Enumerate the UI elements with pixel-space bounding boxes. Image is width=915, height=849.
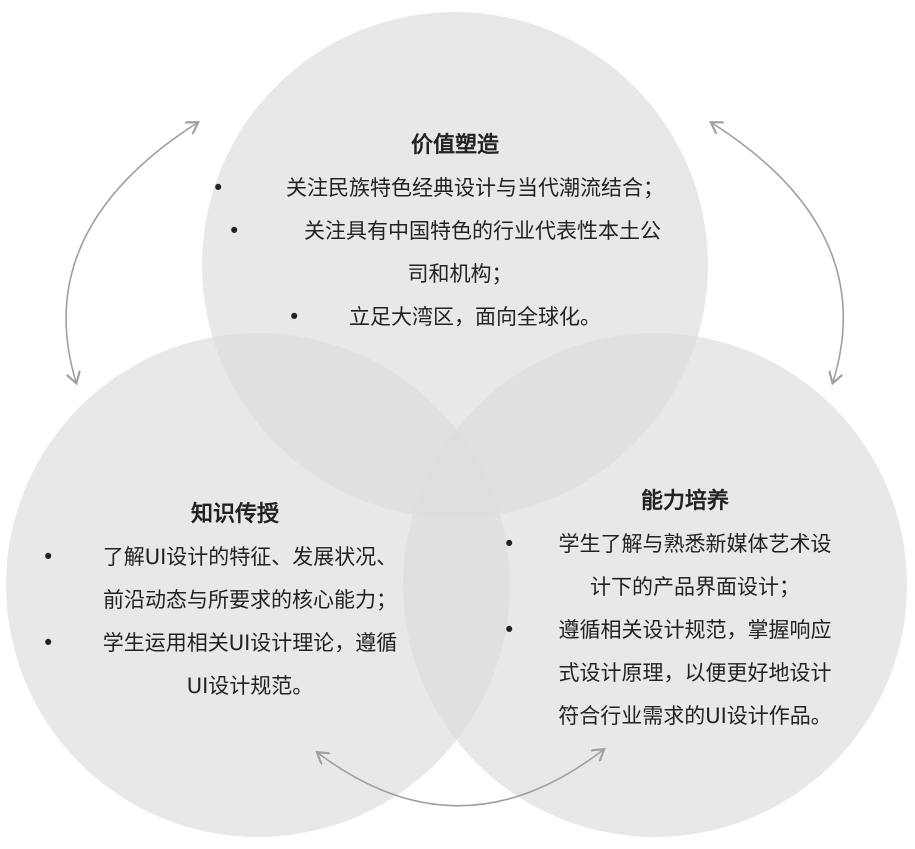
bullet: •	[503, 618, 516, 642]
right-title: 能力培养	[640, 489, 729, 514]
bullet: •	[212, 176, 225, 200]
bullet: •	[228, 219, 241, 243]
list-item: • 关注民族特色经典设计与当代潮流结合；	[210, 167, 700, 210]
bullet: •	[42, 631, 55, 655]
item-text: 了解UI设计的特征、发展状况、	[102, 545, 398, 569]
bullet: •	[42, 545, 55, 569]
item-text: 式设计原理，以便更好地设计	[558, 661, 832, 685]
bullet: •	[503, 532, 516, 556]
item-text: 司和机构；	[407, 262, 513, 286]
bullet: •	[288, 305, 301, 329]
right-block: 能力培养 • 学生了解与熟悉新媒体艺术设计下的产品界面设计； • 遵循相关设计规范，…	[495, 480, 875, 738]
item-text: 遵循相关设计规范，掌握响应	[558, 618, 832, 642]
list-item: • 关注具有中国特色的行业代表性本土公司和机构；	[210, 210, 700, 296]
item-text: UI设计规范。	[186, 674, 314, 698]
item-text: 学生了解与熟悉新媒体艺术设	[558, 532, 832, 556]
item-text: 前沿动态与所要求的核心能力；	[103, 588, 397, 612]
left-title: 知识传授	[190, 502, 279, 527]
item-text: 符合行业需求的UI设计作品。	[558, 704, 832, 728]
circle-left	[6, 333, 510, 837]
item-text: 关注民族特色经典设计与当代潮流结合；	[286, 176, 664, 200]
item-text: 计下的产品界面设计；	[590, 575, 800, 599]
list-item: • 遵循相关设计规范，掌握响应式设计原理，以便更好地设计符合行业需求的UI设计作品…	[495, 609, 875, 738]
top-title: 价值塑造	[410, 133, 499, 158]
arrow-bottom	[318, 750, 603, 807]
arrow-right	[712, 123, 845, 382]
circle-right	[403, 333, 907, 837]
list-item: • 立足大湾区，面向全球化。	[210, 296, 700, 339]
item-text: 立足大湾区，面向全球化。	[349, 305, 601, 329]
item-text: 学生运用相关UI设计理论，遵循	[102, 631, 398, 655]
item-text: 关注具有中国特色的行业代表性本土公	[304, 219, 661, 243]
arrow-left	[65, 123, 197, 382]
list-item: • 了解UI设计的特征、发展状况、前沿动态与所要求的核心能力；	[40, 536, 440, 622]
list-item: • 学生了解与熟悉新媒体艺术设计下的产品界面设计；	[495, 523, 875, 609]
left-block: 知识传授 • 了解UI设计的特征、发展状况、前沿动态与所要求的核心能力； • 学生运…	[40, 493, 440, 708]
top-block: 价值塑造 • 关注民族特色经典设计与当代潮流结合； • 关注具有中国特色的行业代表性…	[210, 124, 700, 339]
list-item: • 学生运用相关UI设计理论，遵循 UI设计规范。	[40, 622, 440, 708]
